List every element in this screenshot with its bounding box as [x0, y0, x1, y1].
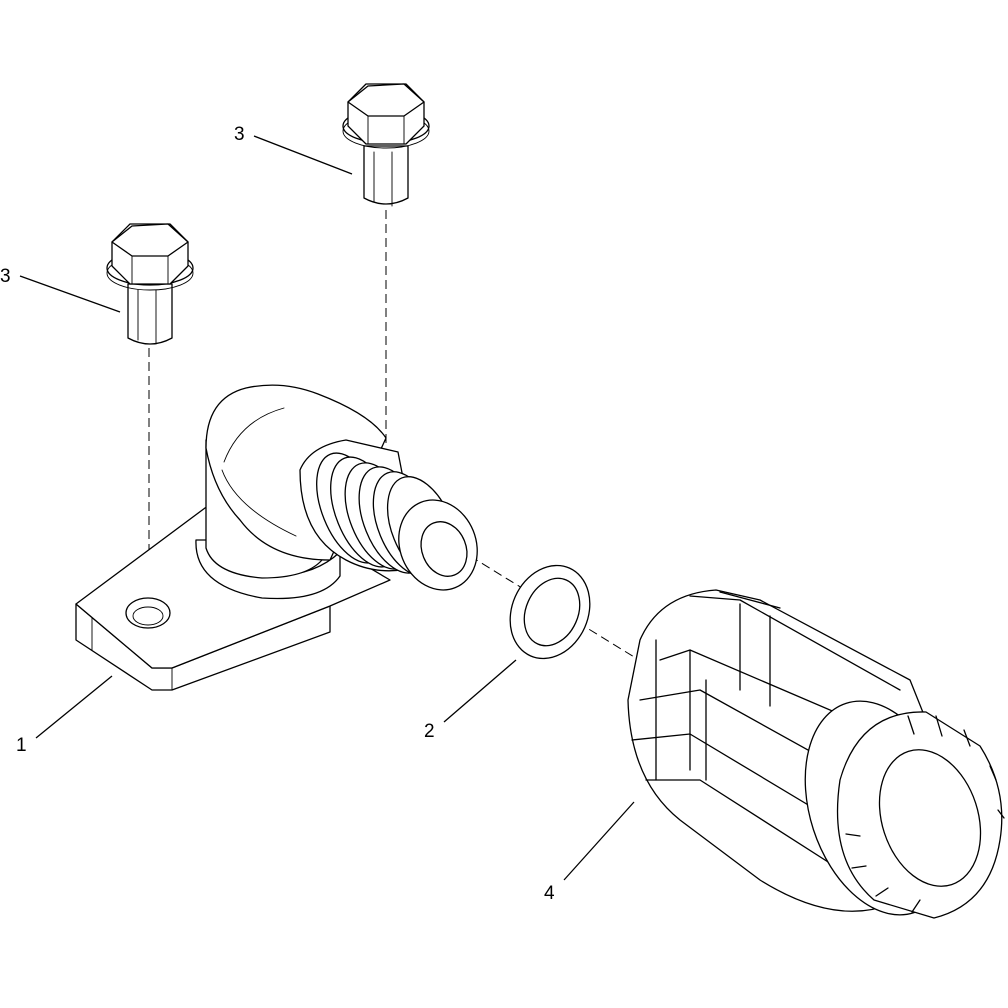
leader-2 — [443, 659, 517, 723]
callout-3-left: 3 — [0, 266, 11, 287]
nozzle-bore — [420, 521, 468, 577]
callout-labels: 1 2 3 3 4 — [0, 124, 555, 904]
bolt-top-shank — [363, 145, 409, 205]
o-ring — [509, 564, 591, 660]
leader-4 — [563, 801, 635, 881]
bolt-left-shank — [127, 283, 173, 345]
leader-3-top — [253, 135, 353, 175]
elbow-fitting — [75, 384, 478, 691]
elbow-bend-crease-2 — [221, 469, 297, 537]
cap — [627, 589, 1005, 919]
cap-front-tabs — [845, 715, 1005, 913]
flange-mounting-hole — [125, 597, 171, 629]
bolt-top — [342, 83, 430, 207]
callout-2: 2 — [424, 721, 435, 742]
leader-lines — [19, 135, 635, 881]
cap-ribs — [631, 591, 901, 877]
callout-1: 1 — [16, 735, 27, 756]
leader-1 — [35, 675, 113, 739]
flange-hole-inner — [132, 606, 164, 626]
o-ring-inner — [523, 577, 581, 647]
callout-4: 4 — [544, 883, 555, 904]
cap-end-face — [878, 749, 982, 887]
leader-3-left — [19, 275, 121, 313]
callout-3-top: 3 — [234, 124, 245, 145]
bolt-left — [106, 223, 194, 345]
elbow-bend-crease — [223, 407, 285, 463]
